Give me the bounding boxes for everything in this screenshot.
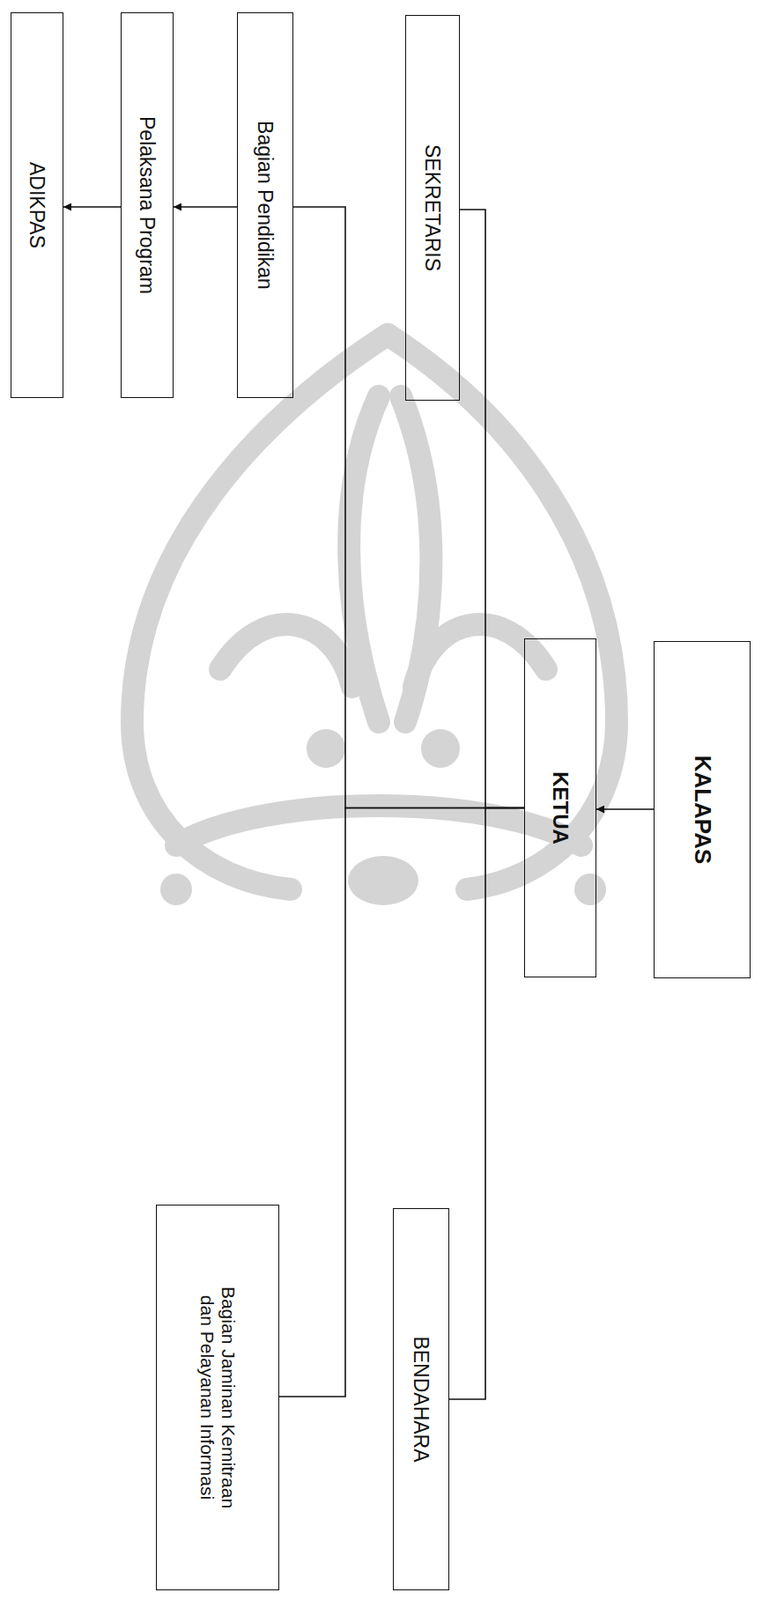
watermark-dot xyxy=(347,856,419,906)
box-label: KALAPAS xyxy=(688,755,716,866)
connector xyxy=(459,209,525,809)
staff-box: SEKRETARIS xyxy=(405,14,460,401)
box-label: ADIKPAS xyxy=(25,162,49,249)
connector xyxy=(63,206,121,208)
box-label: SEKRETARIS xyxy=(421,144,444,272)
unit-box: ADIKPAS xyxy=(10,12,64,399)
watermark-dot xyxy=(421,729,460,769)
box-label: Pelaksana Program xyxy=(135,116,159,295)
head-box: KALAPAS xyxy=(653,641,751,979)
watermark-dot xyxy=(574,873,607,906)
program-box: Pelaksana Program xyxy=(120,12,174,399)
watermark-curve xyxy=(176,806,582,846)
watermark-curve xyxy=(414,624,547,688)
division-box: Bagian Jaminan Kemitraan dan Pelayanan I… xyxy=(155,1205,280,1591)
connector xyxy=(449,808,525,1401)
box-label: BENDAHARA xyxy=(409,1336,433,1463)
box-label: Bagian Jaminan Kemitraan dan Pelayanan I… xyxy=(196,1279,239,1517)
chair-box: KETUA xyxy=(524,638,597,978)
watermark-dot xyxy=(306,729,346,769)
staff-box: BENDAHARA xyxy=(392,1208,450,1591)
connector xyxy=(596,808,654,811)
box-label: KETUA xyxy=(547,771,573,845)
division-box: Bagian Pendidikan xyxy=(236,12,294,399)
watermark-curve xyxy=(220,624,353,688)
connector xyxy=(173,206,237,208)
watermark-dot xyxy=(160,873,193,906)
connector xyxy=(293,207,525,809)
box-label: Bagian Pendidikan xyxy=(253,120,277,290)
connector xyxy=(279,808,525,1399)
